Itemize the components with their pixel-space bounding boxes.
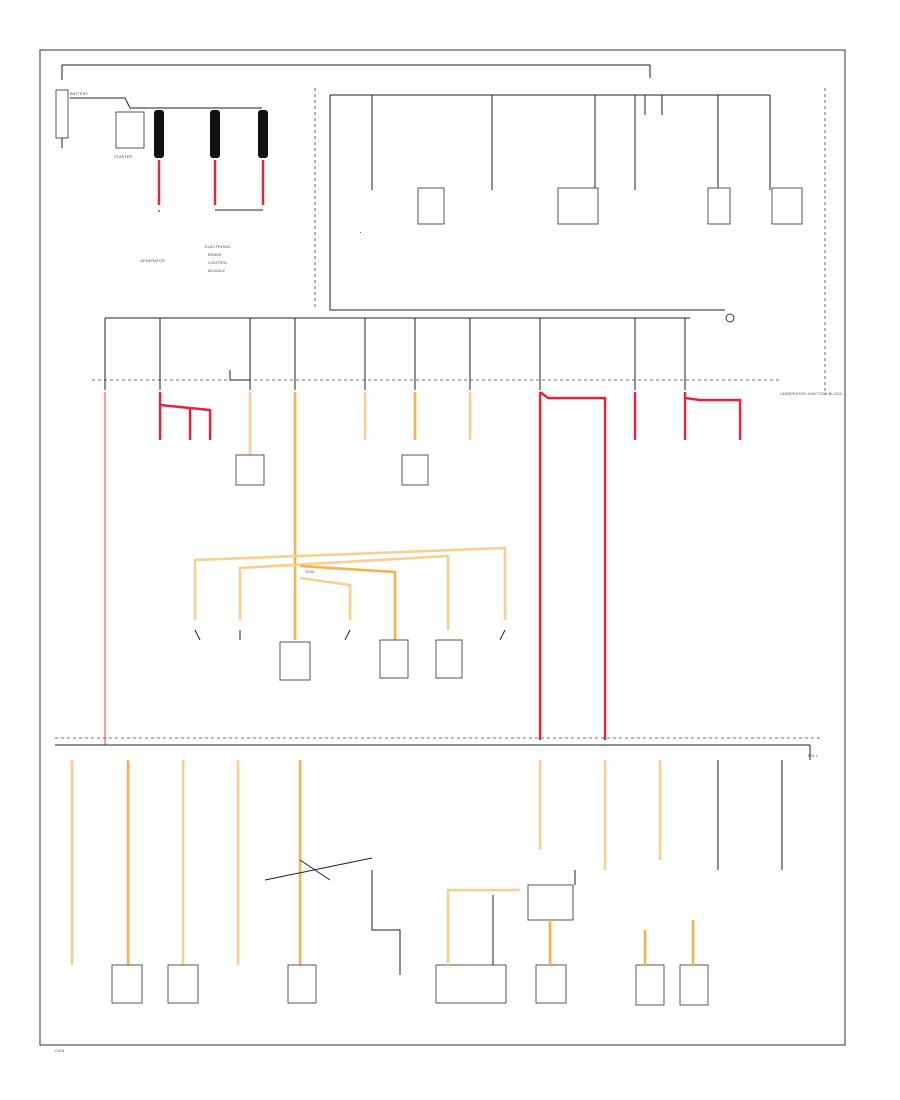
- relay-box-2: [401, 454, 429, 486]
- bottom-box-2: [167, 964, 199, 1004]
- module-box-1: [279, 641, 311, 681]
- battery-group: BATTERY STARTER GENERATOR ELECTRONIC BRA…: [55, 64, 651, 273]
- starter-box: [115, 111, 145, 149]
- fusible-link-2: [210, 110, 220, 158]
- bottom-box-3: [287, 964, 317, 1004]
- fuse-box-4: [771, 187, 803, 225]
- fusible-link-1: [154, 110, 164, 158]
- svg-text:BRAKE: BRAKE: [208, 252, 222, 257]
- upper-fuse-panel: [314, 88, 826, 395]
- starter-label: STARTER: [114, 154, 132, 159]
- bottom-box-5: [535, 964, 567, 1004]
- fuse-box-2: [557, 187, 599, 225]
- generator-label: GENERATOR: [140, 258, 165, 263]
- middle-junction-block: UNDERHOOD JUNCTION BLOCK: [92, 313, 843, 745]
- lower-fuse-panel: [55, 737, 820, 1006]
- bottom-box-6: [635, 964, 665, 1006]
- module-box-3: [435, 639, 463, 679]
- fuse-box-1: [417, 187, 445, 225]
- bottom-box-1: [111, 964, 143, 1004]
- svg-text:MODULE: MODULE: [208, 268, 225, 273]
- battery-label: BATTERY: [70, 91, 88, 96]
- diagram-frame: [39, 49, 846, 1046]
- junction-block-label: UNDERHOOD JUNCTION BLOCK: [780, 391, 843, 396]
- bottom-box-4: [435, 964, 507, 1004]
- corner-label: FIG 1: [808, 753, 819, 758]
- module-box-2: [379, 639, 409, 679]
- svg-text:ELECTRONIC: ELECTRONIC: [205, 244, 231, 249]
- relay-box-1: [235, 454, 265, 486]
- bottom-box-8: [527, 884, 574, 921]
- fusible-link-3: [258, 110, 268, 158]
- bottom-box-7: [679, 964, 709, 1006]
- splice-fanout: S200: [193, 546, 507, 681]
- ground-label: G101: [55, 1048, 66, 1053]
- fuse-box-3: [707, 187, 731, 225]
- splice-label: S200: [305, 569, 315, 574]
- svg-text:CONTROL: CONTROL: [208, 260, 228, 265]
